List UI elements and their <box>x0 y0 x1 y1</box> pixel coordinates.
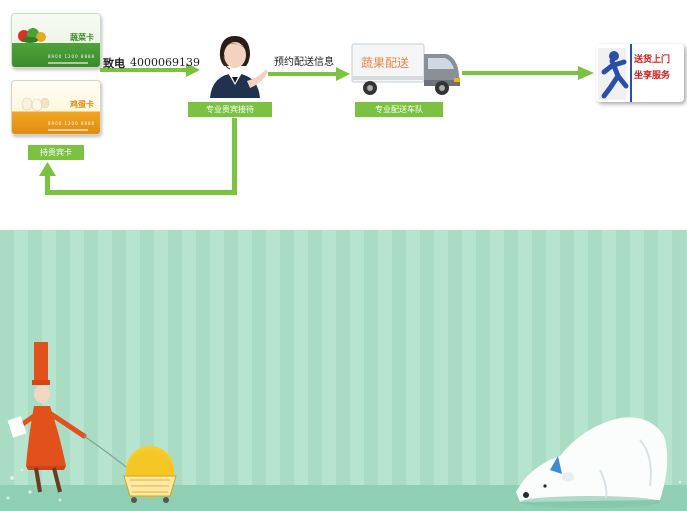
vegetable-card-title: 蔬菜卡 <box>70 33 94 42</box>
door-service-line2: 坐享服务 <box>634 71 671 81</box>
phone-label: 致电 <box>103 57 125 70</box>
polar-bear-icon <box>516 417 668 508</box>
man-with-tall-hat-icon <box>7 342 131 493</box>
vegetable-card: 蔬菜卡 8900 1200 8888 <box>11 13 101 68</box>
holder-label: 持贵宾卡 <box>28 145 84 160</box>
person-running-icon <box>598 48 629 100</box>
fleet-label: 专业配送车队 <box>355 102 443 117</box>
card-stripe <box>48 129 88 131</box>
delivery-truck-icon <box>351 43 460 95</box>
door-service-line1: 送货上门 <box>634 55 671 65</box>
egg-card-title: 鸡蛋卡 <box>70 100 94 109</box>
arrow-to-door <box>462 66 594 80</box>
egg-card-number: 8900 1200 8888 <box>48 121 96 126</box>
reception-label: 专业贵宾接待 <box>188 102 272 117</box>
card-stripe <box>48 62 88 64</box>
divider <box>630 44 632 102</box>
eggs-icon <box>21 97 50 112</box>
truck-text: 蔬果配送 <box>361 56 410 70</box>
illustration-scene <box>6 342 682 508</box>
arrow-to-reception <box>100 63 200 77</box>
phone-number: 4000069139 <box>130 56 200 69</box>
customer-service-operator-icon <box>210 35 268 98</box>
service-flow: 蔬菜卡 8900 1200 8888 鸡蛋卡 8900 1200 8888 持贵… <box>0 0 687 230</box>
decorative-illustration <box>0 230 687 511</box>
vegetables-icon <box>18 28 46 43</box>
yellow-ball-cart-icon <box>123 446 177 503</box>
return-arrow <box>39 118 237 195</box>
vegetable-card-number: 8900 1200 8888 <box>48 54 96 59</box>
door-service-box <box>596 44 684 102</box>
arrow-to-fleet <box>268 67 350 81</box>
egg-card: 鸡蛋卡 8900 1200 8888 <box>11 80 101 135</box>
booking-label: 预约配送信息 <box>274 57 334 68</box>
